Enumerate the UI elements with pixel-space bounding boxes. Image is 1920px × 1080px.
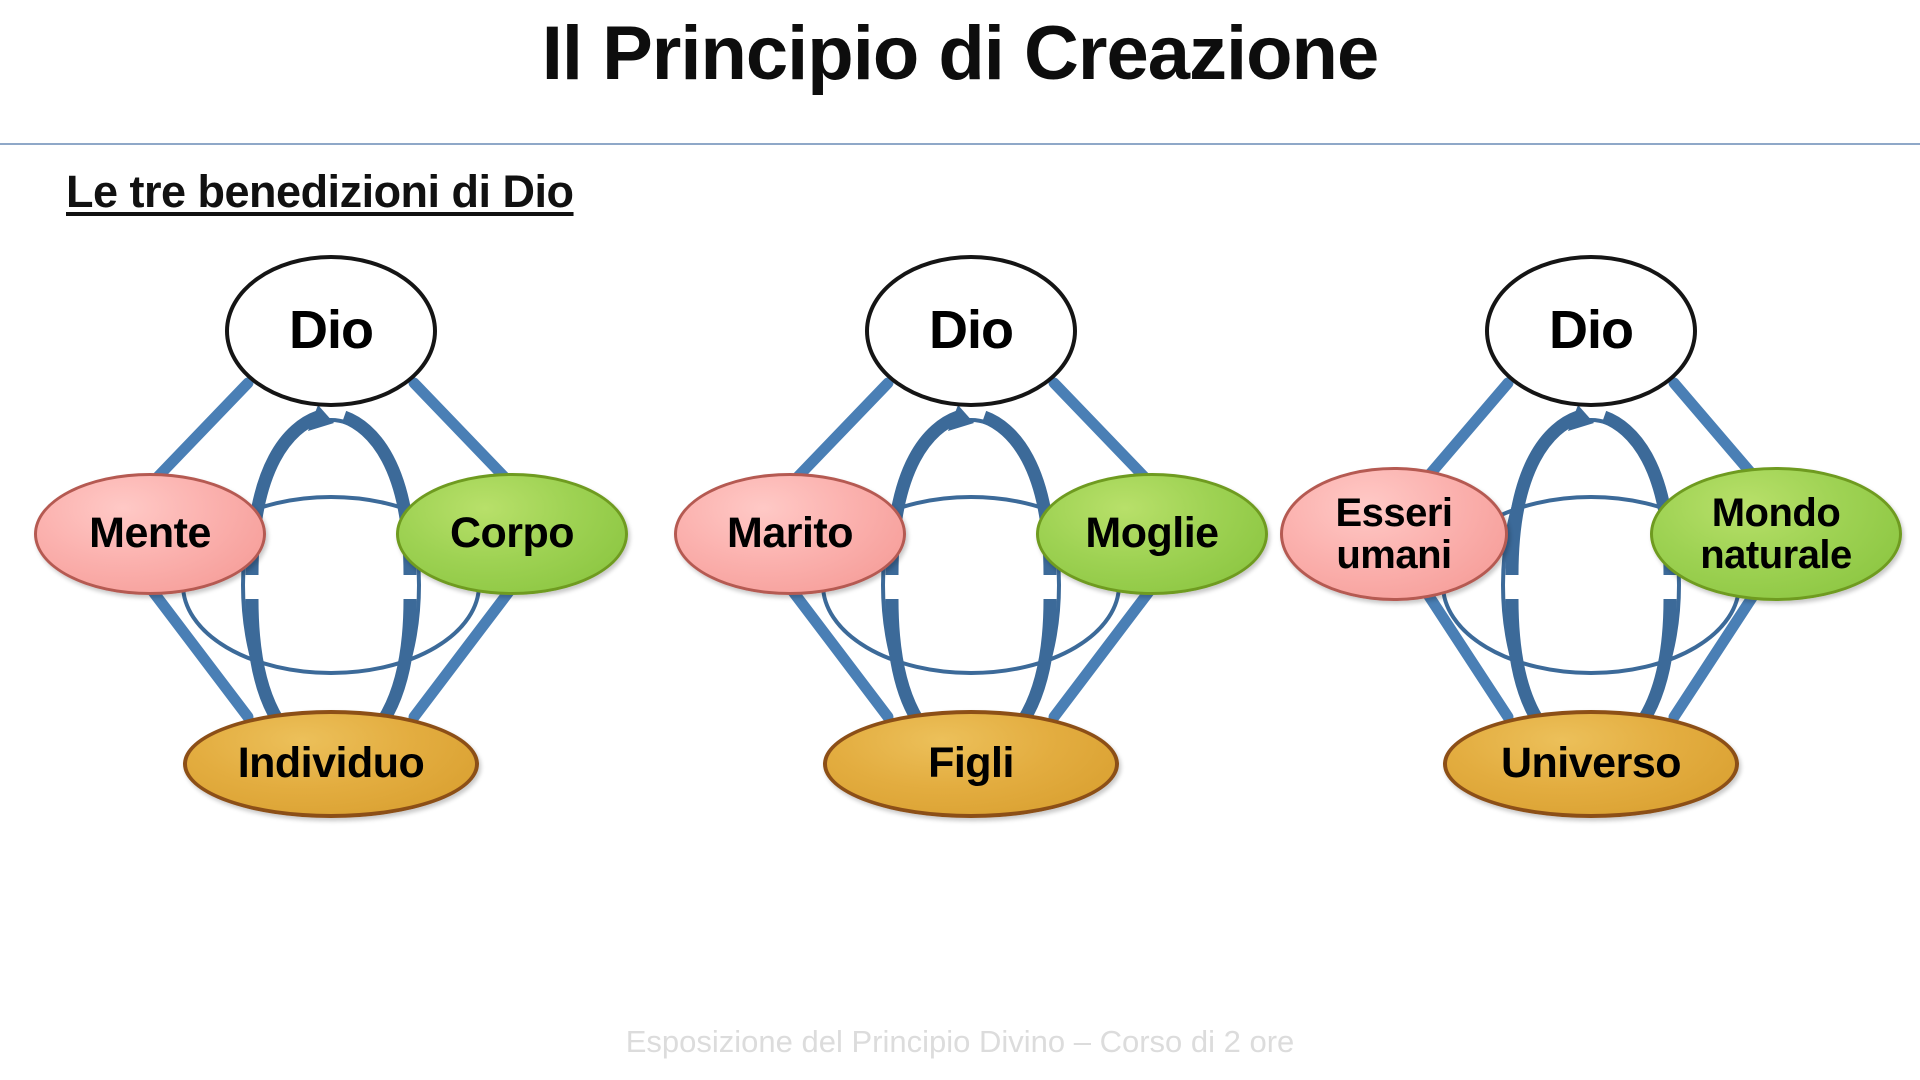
node-bottom-1[interactable]: Individuo (183, 710, 479, 818)
node-right-1-label: Corpo (449, 509, 575, 558)
node-left-3-label: Esseri umani (1335, 490, 1453, 577)
node-right-3[interactable]: Mondo naturale (1650, 467, 1902, 601)
node-left-2[interactable]: Marito (674, 473, 906, 595)
node-god-1[interactable]: Dio (225, 255, 437, 407)
blessing-group-3: Dio Esseri umani Mondo naturale Universo (1280, 255, 1902, 935)
arrow-left-up (1505, 410, 1581, 576)
node-bottom-2-label: Figli (928, 739, 1014, 788)
line-left-to-bottom (782, 579, 894, 723)
group-2-connectors (782, 377, 1160, 765)
node-left-3[interactable]: Esseri umani (1280, 467, 1508, 601)
node-god-1-label: Dio (289, 300, 374, 361)
section-subtitle: Le tre benedizioni di Dio (66, 166, 574, 217)
line-right-to-bottom (408, 579, 520, 723)
arrowhead-top (308, 405, 334, 431)
node-bottom-3-label: Universo (1500, 739, 1682, 788)
line-god-to-left (1419, 377, 1514, 486)
line-right-to-bottom (1668, 584, 1763, 723)
arrowhead-top (1568, 405, 1594, 431)
node-god-3-label: Dio (1549, 300, 1634, 361)
blessing-group-2: Dio Marito Moglie Figli (660, 255, 1280, 935)
arrowhead-top (948, 405, 974, 431)
node-right-2[interactable]: Moglie (1036, 473, 1268, 595)
line-god-to-right (408, 377, 520, 493)
line-left-to-bottom (1419, 584, 1514, 723)
node-right-1[interactable]: Corpo (396, 473, 628, 595)
line-god-to-left (142, 377, 254, 493)
node-right-3-line-2: naturale (1700, 533, 1852, 577)
arrow-left-up (245, 410, 321, 576)
line-right-to-bottom (1048, 579, 1160, 723)
footer-note: Esposizione del Principio Divino – Corso… (625, 1024, 1295, 1059)
node-right-3-label: Mondo naturale (1700, 490, 1852, 577)
node-right-3-line-1: Mondo (1711, 490, 1841, 535)
node-bottom-1-label: Individuo (237, 739, 425, 788)
node-right-2-label: Moglie (1085, 509, 1219, 558)
diagram-area: Dio Mente Corpo Individuo (0, 255, 1920, 955)
line-god-to-right (1048, 377, 1160, 493)
line-god-to-left (782, 377, 894, 493)
page-title: Il Principio di Creazione (541, 11, 1380, 96)
line-left-to-bottom (142, 579, 254, 723)
node-left-2-label: Marito (727, 509, 854, 558)
node-left-3-line-1: Esseri (1335, 490, 1453, 535)
node-left-1[interactable]: Mente (34, 473, 266, 595)
line-god-to-right (1668, 377, 1763, 486)
node-bottom-3[interactable]: Universo (1443, 710, 1739, 818)
title-divider (0, 143, 1920, 145)
node-god-3[interactable]: Dio (1485, 255, 1697, 407)
node-bottom-2[interactable]: Figli (823, 710, 1119, 818)
node-left-3-line-2: umani (1336, 533, 1452, 577)
node-left-1-label: Mente (89, 509, 211, 558)
blessing-group-1: Dio Mente Corpo Individuo (20, 255, 640, 935)
node-god-2-label: Dio (929, 300, 1014, 361)
arrow-left-up (885, 410, 961, 576)
node-god-2[interactable]: Dio (865, 255, 1077, 407)
